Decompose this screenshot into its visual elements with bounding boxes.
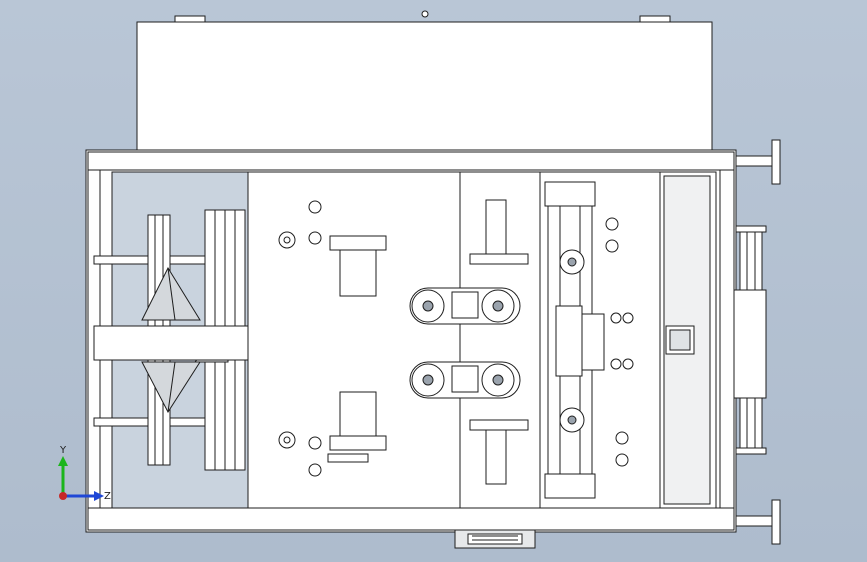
- triad-x-axis: [59, 492, 67, 500]
- right-door: [659, 171, 717, 509]
- bottom-motor: [454, 529, 536, 549]
- pulleys: [409, 199, 529, 485]
- center-panel: [247, 171, 541, 509]
- triad-z-label: Z: [104, 491, 111, 502]
- triad-y-label: Y: [59, 445, 67, 456]
- coordinate-triad: Y Z: [58, 445, 111, 502]
- sealing-section: [539, 171, 661, 509]
- side-knobs: [733, 139, 781, 545]
- top-cabinet: [136, 10, 713, 151]
